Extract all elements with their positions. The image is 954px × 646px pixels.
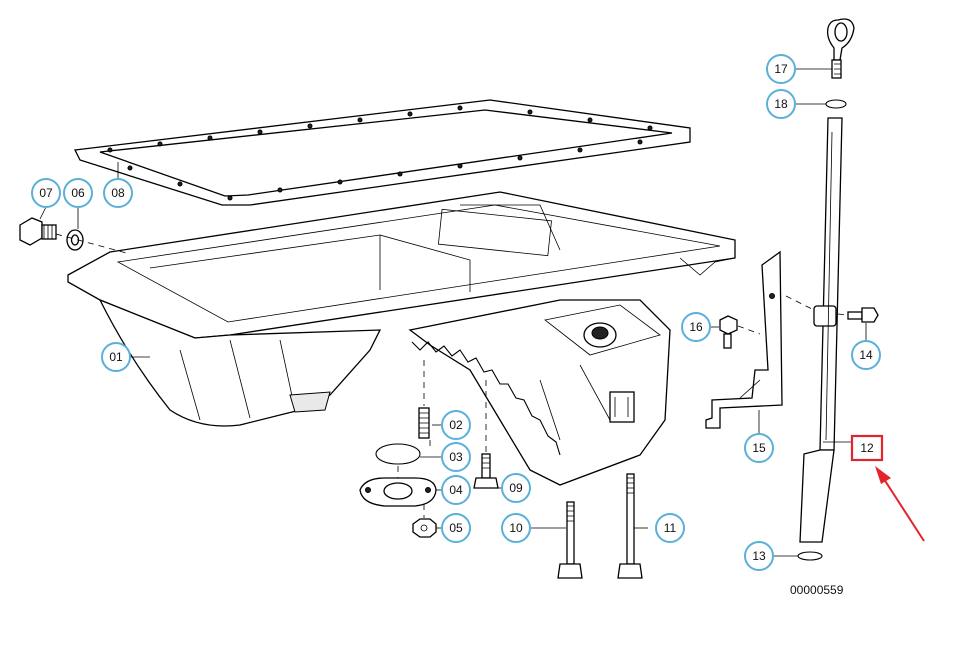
dipstick-o-ring [825, 99, 847, 109]
document-number: 00000559 [790, 583, 844, 597]
drain-plug [19, 217, 57, 246]
callout-08: 08 [103, 178, 133, 208]
dipstick [826, 18, 855, 79]
oil-pan [67, 191, 736, 486]
svg-text:09: 09 [509, 481, 523, 495]
bracket-bolt [719, 315, 738, 349]
callout-01: 01 [101, 342, 131, 372]
callout-11: 11 [655, 513, 685, 543]
bolt-short [473, 453, 499, 489]
callout-07: 07 [31, 178, 61, 208]
svg-text:17: 17 [774, 62, 788, 76]
tube-o-ring [797, 551, 823, 561]
hex-nut [412, 518, 437, 538]
callout-16: 16 [681, 312, 711, 342]
svg-text:14: 14 [859, 348, 873, 362]
callout-04: 04 [441, 475, 471, 505]
svg-text:06: 06 [71, 186, 85, 200]
svg-text:15: 15 [752, 441, 766, 455]
dipstick-guide-tube [799, 117, 843, 543]
callout-14: 14 [851, 340, 881, 370]
svg-text:04: 04 [449, 483, 463, 497]
stud [418, 407, 430, 439]
tube-bolt [847, 307, 879, 323]
oil-pan-gasket [74, 99, 691, 206]
svg-text:01: 01 [109, 350, 123, 364]
bolt-long-11 [617, 473, 643, 579]
callout-10: 10 [501, 513, 531, 543]
o-ring [375, 443, 421, 465]
svg-text:02: 02 [449, 418, 463, 432]
drain-washer [66, 229, 84, 251]
highlight-arrow [875, 466, 925, 542]
callout-03: 03 [441, 442, 471, 472]
callout-02: 02 [441, 410, 471, 440]
svg-text:05: 05 [449, 521, 463, 535]
assembly-lines [55, 233, 849, 518]
svg-text:11: 11 [664, 521, 677, 535]
callout-15: 15 [744, 433, 774, 463]
callout-05: 05 [441, 513, 471, 543]
callout-12-highlighted: 12 [850, 434, 884, 462]
svg-text:07: 07 [39, 186, 53, 200]
svg-text:03: 03 [449, 450, 463, 464]
svg-text:10: 10 [509, 521, 523, 535]
bracket [705, 250, 783, 429]
callout-18: 18 [766, 89, 796, 119]
callout-13: 13 [744, 541, 774, 571]
svg-text:16: 16 [689, 320, 703, 334]
leader-lines [39, 68, 867, 557]
callout-17: 17 [766, 54, 796, 84]
svg-text:18: 18 [774, 97, 788, 111]
svg-text:08: 08 [111, 186, 125, 200]
bolt-long-10 [557, 501, 583, 579]
svg-text:13: 13 [752, 549, 766, 563]
svg-text:12: 12 [860, 441, 874, 455]
callout-06: 06 [63, 178, 93, 208]
cover-plate [359, 477, 437, 507]
callout-09: 09 [501, 473, 531, 503]
